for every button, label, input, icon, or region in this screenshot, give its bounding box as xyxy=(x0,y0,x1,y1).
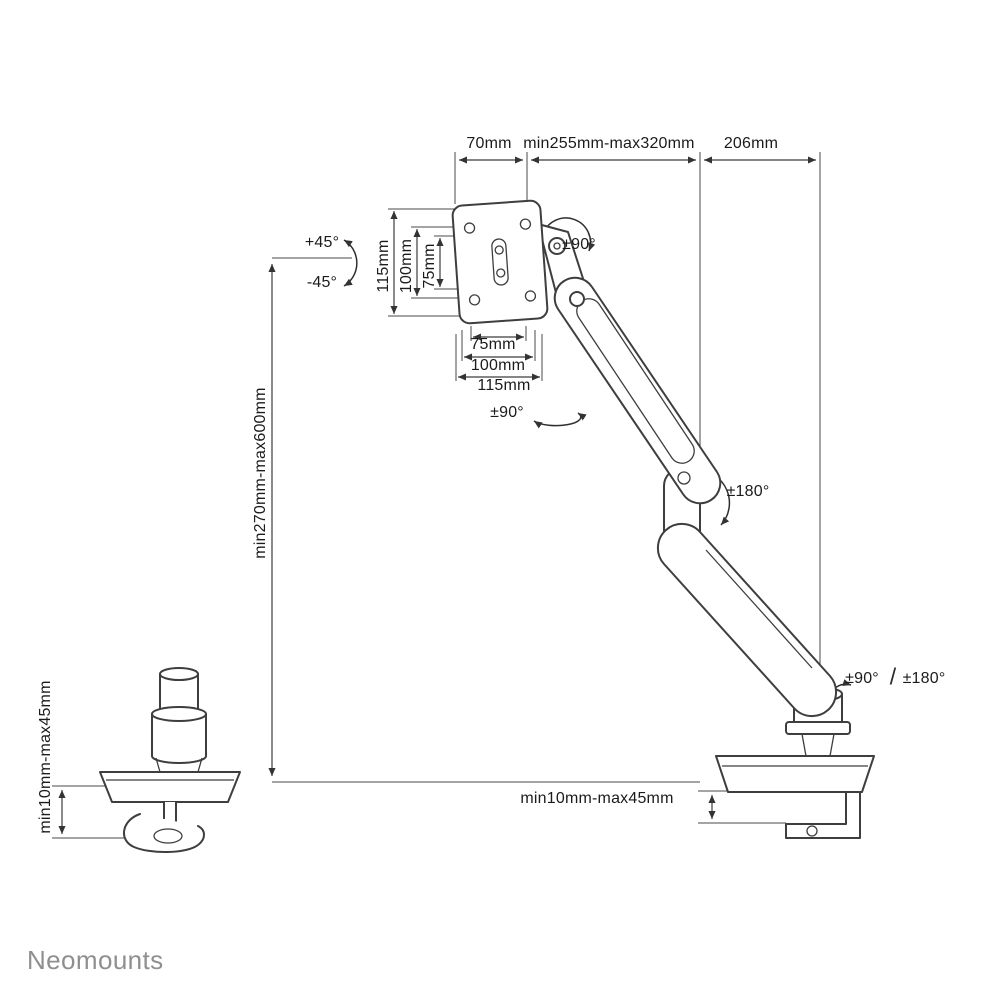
dim-vesa-v-75-label: 75mm xyxy=(421,243,438,289)
tilt-arrow-icon xyxy=(343,239,358,287)
clamp-small-range-label: min10mm-max45mm xyxy=(37,680,54,834)
swivel-vesa-arrow-icon xyxy=(533,412,587,429)
dim-vesa-v-100-label: 100mm xyxy=(398,238,415,294)
dim-vesa-v-115-label: 115mm xyxy=(375,239,392,293)
base-slash-label: / xyxy=(889,663,897,690)
tilt-up-label: +45° xyxy=(304,234,340,251)
lower-arm xyxy=(656,522,838,718)
upper-arm xyxy=(553,276,722,505)
vesa-plate xyxy=(451,199,549,325)
swivel-top-label: ±90° xyxy=(562,236,596,253)
dim-vesa-h-75-label: 75mm xyxy=(470,336,516,353)
elbow-rotate-label: ±180° xyxy=(726,483,770,500)
base-rotate-label: ±180° xyxy=(902,670,946,687)
dim-top-right-label: 206mm xyxy=(723,135,779,152)
dim-top-mid-label: min255mm-max320mm xyxy=(523,135,695,152)
base-swivel-label: ±90° xyxy=(845,670,879,687)
height-range-label: min270mm-max600mm xyxy=(252,387,269,559)
tilt-down-label: -45° xyxy=(306,274,338,291)
swivel-vesa-label: ±90° xyxy=(490,404,524,421)
brand-logo: Neomounts xyxy=(27,945,164,975)
dimension-lines xyxy=(58,156,816,834)
dim-vesa-h-115-label: 115mm xyxy=(477,377,531,394)
grommet-mount xyxy=(99,667,241,854)
clamp-main-range-label: min10mm-max45mm xyxy=(520,790,674,807)
dim-top-left-label: 70mm xyxy=(466,135,512,152)
dim-vesa-h-100-label: 100mm xyxy=(470,357,526,374)
swivel-top-arrow-icon xyxy=(542,217,596,252)
